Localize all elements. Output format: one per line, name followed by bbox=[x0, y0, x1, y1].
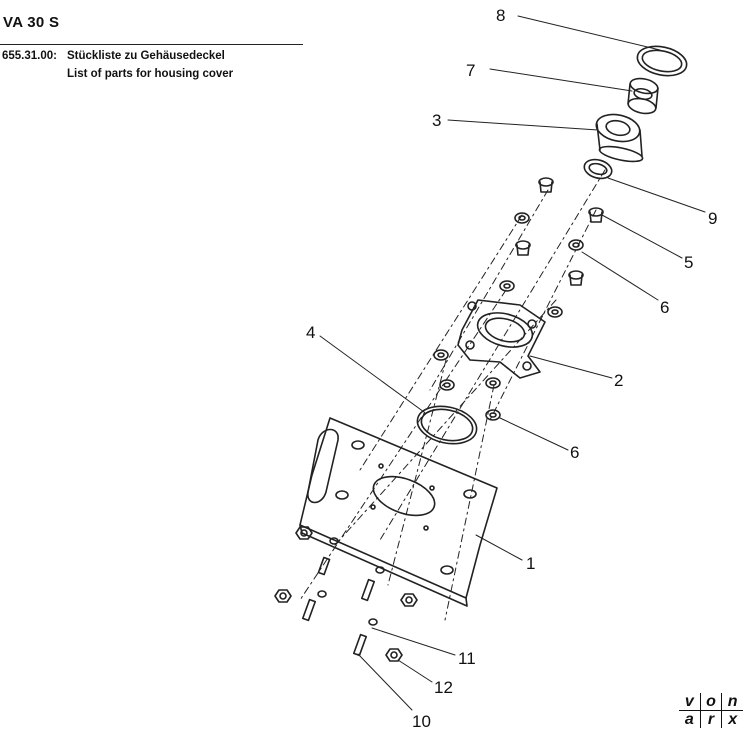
callout-6-upper: 6 bbox=[660, 298, 669, 317]
callout-5: 5 bbox=[684, 253, 693, 272]
part-list-title-german: Stückliste zu Gehäusedeckel bbox=[67, 50, 225, 62]
part-9-snap-ring bbox=[636, 45, 688, 77]
von-arx-logo: v o n a r x bbox=[679, 693, 743, 728]
part-8-retaining-ring bbox=[583, 158, 613, 180]
logo-letter: o bbox=[699, 693, 722, 710]
part-list-title-english: List of parts for housing cover bbox=[67, 68, 234, 80]
logo-letter: a bbox=[684, 711, 694, 728]
part-list-code: 655.31.00: bbox=[2, 50, 57, 62]
callout-8: 9 bbox=[708, 209, 717, 228]
callout-9: 8 bbox=[496, 6, 505, 25]
callout-10: 10 bbox=[412, 712, 431, 731]
page-title: VA 30 S bbox=[3, 14, 60, 31]
part-4-o-ring bbox=[416, 405, 478, 445]
part-7-sleeve bbox=[627, 77, 659, 115]
screws-and-washers bbox=[433, 177, 604, 421]
logo-letter: v bbox=[684, 693, 694, 710]
logo-row-bottom: a r x bbox=[679, 710, 743, 728]
logo-letter: r bbox=[699, 711, 722, 728]
callout-1: 1 bbox=[526, 554, 535, 573]
title-rule bbox=[0, 44, 303, 45]
callout-3: 3 bbox=[432, 111, 441, 130]
callout-4: 4 bbox=[306, 323, 315, 342]
part-3-bearing bbox=[595, 113, 644, 163]
logo-letter: x bbox=[721, 711, 743, 728]
callout-12: 12 bbox=[434, 678, 453, 697]
callout-7: 7 bbox=[466, 61, 475, 80]
lower-fasteners bbox=[274, 526, 418, 662]
callout-11: 11 bbox=[458, 649, 476, 668]
part-2-flange-housing bbox=[457, 299, 546, 379]
logo-letter: n bbox=[721, 693, 743, 710]
logo-row-top: v o n bbox=[679, 693, 743, 710]
callout-2: 2 bbox=[614, 371, 623, 390]
callout-6-lower: 6 bbox=[570, 443, 579, 462]
